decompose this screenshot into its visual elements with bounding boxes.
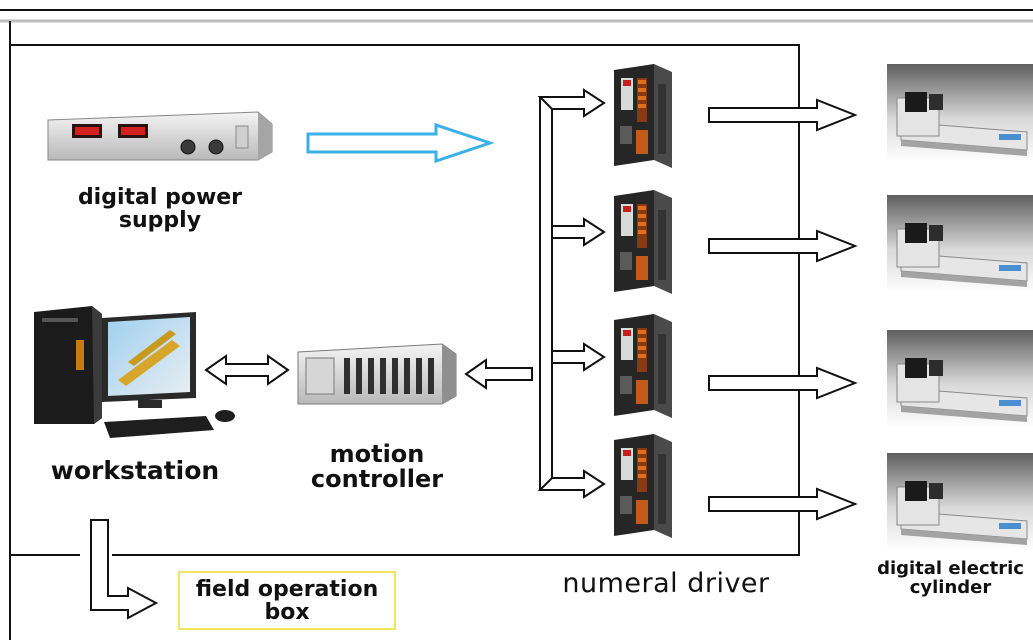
motion-controller-label-line-2: controller [310,465,444,494]
enclosure-boundary [10,44,800,556]
digital-power-supply-label: digital power supply [62,186,258,232]
digital-power-supply-icon [47,111,273,161]
digital-power-supply-label-line-2: supply [118,208,202,234]
motion-controller-label: motion controller [296,440,458,494]
field-box-link-arrow [90,519,159,620]
field-operation-box [178,571,396,630]
numeral-driver-label: numeral driver [562,568,770,599]
digital-electric-cylinder-label-line-1: digital electric [877,560,1024,579]
digital-power-supply-label-line-1: digital power [77,185,243,210]
workstation-label: workstation [50,456,220,485]
digital-electric-cylinder-label: digital electric cylinder [868,560,1033,598]
frame [0,9,1033,640]
field-operation-box-label: field operation box [178,578,396,624]
motion-controller-label-line-1: motion [329,440,425,468]
controller-driver-bus [464,97,553,490]
electric-cylinder-icon [886,63,1033,552]
power-feed-arrow [306,122,495,164]
servo-driver-icon [614,64,672,538]
driver-output-arrows [708,99,856,520]
digital-electric-cylinder-label-line-2: cylinder [909,576,992,598]
motion-controller-icon [297,343,457,405]
workstation-computer-icon [34,306,235,438]
field-operation-box-label-line-2: box [264,600,310,626]
driver-input-arrows [537,88,606,499]
field-operation-box-label-line-1: field operation [195,577,379,602]
workstation-controller-link-arrow [204,354,290,386]
